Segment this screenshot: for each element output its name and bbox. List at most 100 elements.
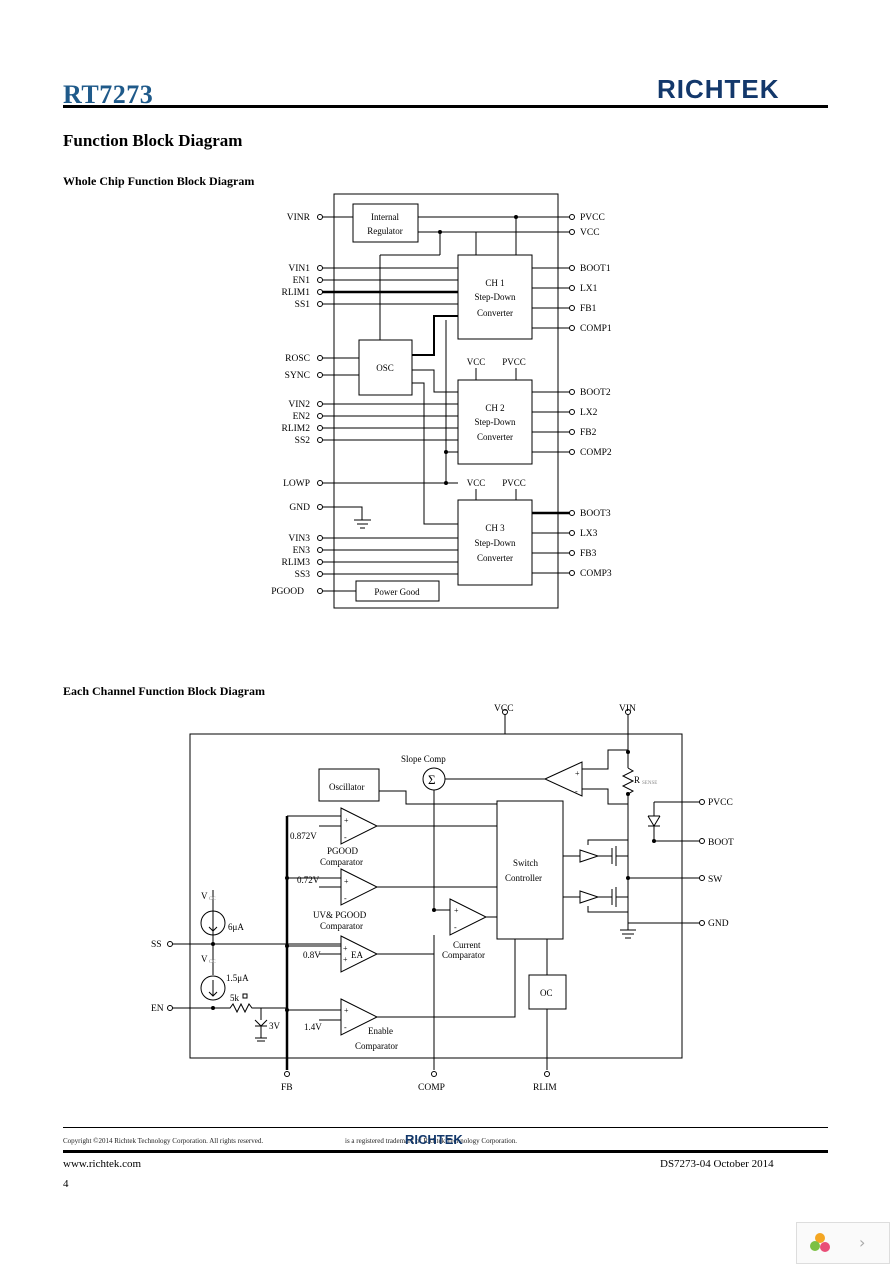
regulator-label-2: Regulator [367, 226, 403, 236]
vcc-source1-label: V [201, 891, 208, 901]
pin-gnd: GND [289, 503, 310, 513]
document-id: DS7273-04 October 2014 [660, 1158, 774, 1170]
ch1-label-1: CH 1 [485, 278, 504, 288]
svg-text:-: - [344, 1023, 347, 1032]
pin-comp1: COMP1 [580, 324, 612, 334]
r-5k-label: 5k [230, 993, 240, 1003]
ch1-label-3: Converter [477, 308, 513, 318]
part-number: RT7273 [63, 80, 154, 109]
pin-vin1: VIN1 [288, 264, 310, 274]
footer-url[interactable]: www.richtek.com [63, 1158, 142, 1170]
pin-ss1: SS1 [295, 300, 311, 310]
ch2-vcc-label: VCC [467, 357, 486, 367]
current-comp-label-2: Comparator [442, 950, 485, 960]
footer-richtek-logo: RICHTEK [405, 1132, 463, 1147]
page-number: 4 [63, 1178, 69, 1190]
pin-fb2: FB2 [580, 428, 597, 438]
v-08-label: 0.8V [303, 950, 321, 960]
pin-rlim1: RLIM1 [282, 288, 311, 298]
pin-vinr: VINR [287, 213, 311, 223]
svg-text:-: - [344, 833, 347, 842]
pin-fb-ch: FB [281, 1083, 293, 1093]
pin-fb1: FB1 [580, 304, 597, 314]
pin-vin2: VIN2 [288, 400, 310, 410]
osc-label: OSC [376, 363, 394, 373]
pin-comp3: COMP3 [580, 569, 612, 579]
pin-en3: EN3 [293, 546, 311, 556]
header-divider [63, 105, 828, 108]
footer-divider-bottom [63, 1150, 828, 1153]
pin-gnd-ch: GND [708, 919, 729, 929]
pin-pgood: PGOOD [271, 587, 304, 597]
slope-comp-label: Slope Comp [401, 754, 446, 764]
chevron-right-icon[interactable]: › [859, 1233, 866, 1252]
current-source-1p5ua [200, 975, 226, 1001]
whole-chip-diagram-title: Whole Chip Function Block Diagram [63, 174, 255, 188]
enable-comp-label-2: Comparator [355, 1041, 398, 1051]
pin-rlim3: RLIM3 [282, 558, 311, 568]
regulator-label-1: Internal [371, 212, 399, 222]
ch3-block [457, 499, 533, 586]
rsense-subscript: SENSE [642, 781, 657, 786]
vcc-source2-label: V [201, 954, 208, 964]
pin-boot2: BOOT2 [580, 388, 611, 398]
ch3-label-1: CH 3 [485, 523, 505, 533]
ch2-pvcc-label: PVCC [502, 357, 526, 367]
pin-en2: EN2 [293, 412, 311, 422]
svg-text:-: - [575, 787, 578, 796]
channel-diagram-title: Each Channel Function Block Diagram [63, 684, 266, 698]
pin-ss-ch: SS [151, 940, 162, 950]
pin-vcc: VCC [580, 228, 600, 238]
enable-comp-label-1: Enable [368, 1026, 393, 1036]
oscillator-block [318, 768, 380, 802]
pin-lx3: LX3 [580, 529, 598, 539]
pin-pvcc: PVCC [580, 213, 605, 223]
svg-text:+: + [344, 816, 349, 825]
enable-comparator [340, 998, 379, 1036]
oc-label: OC [540, 988, 553, 998]
current-comparator [449, 898, 488, 936]
ch2-block [457, 379, 533, 465]
ch1-block [457, 254, 533, 340]
trademark-text: is a registered trademark of Richtek Tec… [345, 1137, 517, 1145]
svg-text:+: + [344, 1006, 349, 1015]
pin-lx2: LX2 [580, 408, 598, 418]
pgood-comp-label-1: PGOOD [327, 846, 359, 856]
osc-block [358, 339, 413, 396]
current-sense-amp [543, 761, 583, 797]
current-source-6ua [200, 910, 226, 936]
pin-lowp: LOWP [283, 479, 310, 489]
switch-ctrl-label-1: Switch [513, 858, 539, 868]
svg-text:+: + [343, 944, 348, 953]
svg-text:+: + [454, 906, 459, 915]
ch3-pvcc-label: PVCC [502, 478, 526, 488]
pgood-comp-label-2: Comparator [320, 857, 363, 867]
app-logo-icon [810, 1233, 830, 1252]
svg-text:+: + [343, 955, 348, 964]
pin-boot-ch: BOOT [708, 838, 734, 848]
pin-ss2: SS2 [295, 436, 311, 446]
vcc-source2-subscript: CC [209, 960, 216, 965]
pin-vcc-ch: VCC [494, 704, 514, 714]
v-3v-label: 3V [269, 1021, 281, 1031]
pin-comp-ch: COMP [418, 1083, 445, 1093]
footer-divider-top [63, 1127, 828, 1128]
ch3-label-3: Converter [477, 553, 513, 563]
svg-text:+: + [344, 877, 349, 886]
pin-rosc: ROSC [285, 354, 310, 364]
switch-controller-block [496, 800, 564, 940]
pin-fb3: FB3 [580, 549, 597, 559]
pin-pvcc-ch: PVCC [708, 798, 733, 808]
section-title: Function Block Diagram [63, 131, 243, 150]
richtek-logo: RICHTEK [657, 74, 780, 104]
internal-regulator-block [352, 203, 419, 243]
uv-pgood-comp-label-1: UV& PGOOD [313, 910, 367, 920]
pin-en1: EN1 [293, 276, 311, 286]
pin-ss3: SS3 [295, 570, 311, 580]
next-page-widget[interactable]: › [796, 1222, 890, 1264]
pin-en-ch: EN [151, 1004, 164, 1014]
pin-sync: SYNC [285, 371, 310, 381]
vcc-source1-subscript: CC [209, 897, 216, 902]
uv-pgood-comp-label-2: Comparator [320, 921, 363, 931]
oscillator-label: Oscillator [329, 782, 365, 792]
